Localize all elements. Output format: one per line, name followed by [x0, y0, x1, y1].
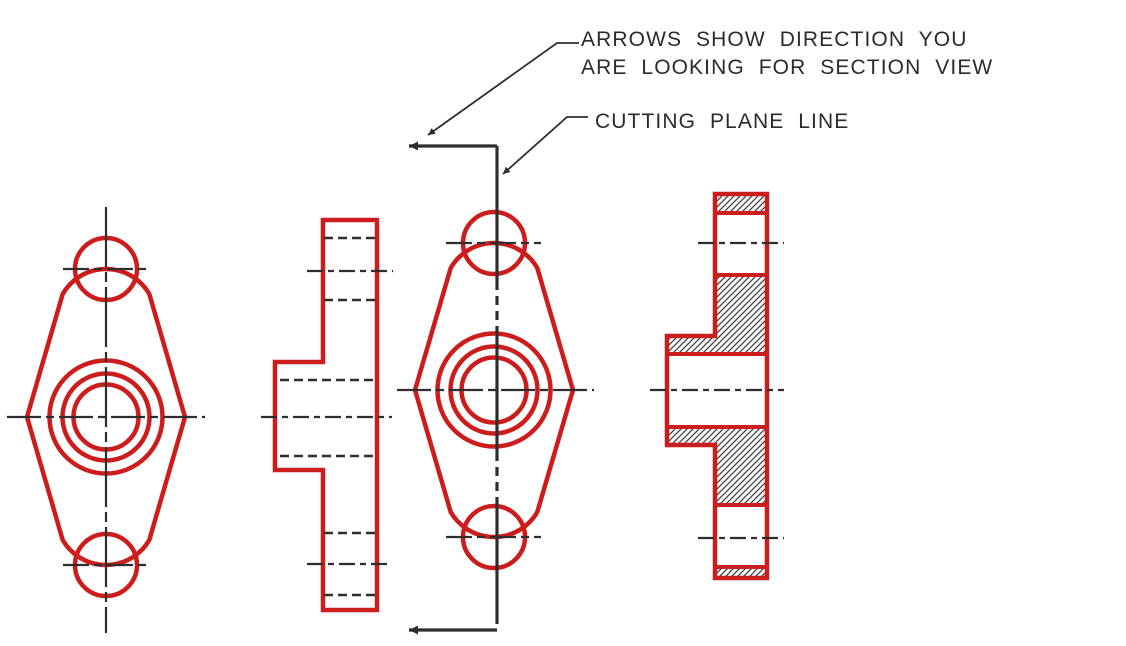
front-view [7, 207, 205, 633]
section-view [650, 191, 784, 581]
side-view-outline [272, 217, 380, 613]
side-view [261, 217, 393, 613]
cutting-plane-leader-line [502, 116, 588, 175]
annotation-leaders [427, 42, 588, 175]
arrows-direction-note-line1: ARROWS SHOW DIRECTION YOU [581, 28, 968, 51]
section-outline [664, 191, 770, 581]
cutting-plane-label: CUTTING PLANE LINE [595, 110, 850, 133]
front-view-with-cutting-plane [397, 141, 594, 635]
arrows-note-leader-line [427, 42, 579, 136]
arrows-direction-note-line2: ARE LOOKING FOR SECTION VIEW [581, 56, 994, 79]
hatch-region-top [713, 192, 769, 215]
arrows-direction-note: ARROWS SHOW DIRECTION YOU ARE LOOKING FO… [581, 26, 993, 82]
